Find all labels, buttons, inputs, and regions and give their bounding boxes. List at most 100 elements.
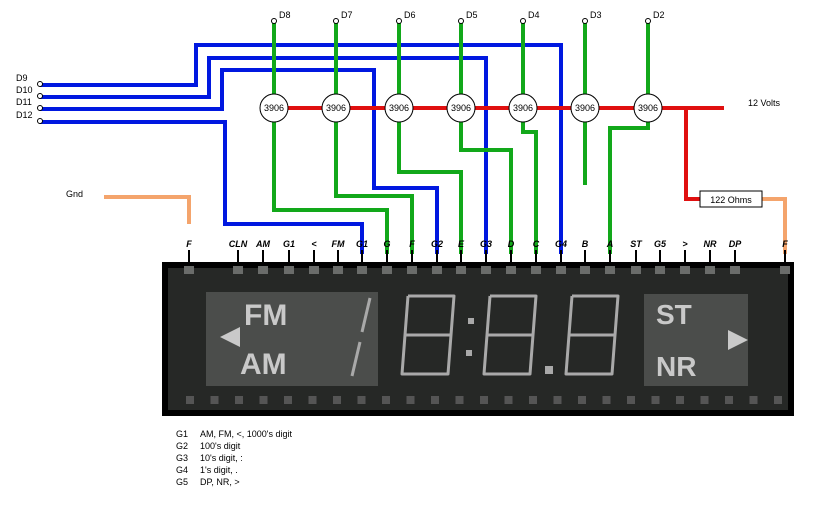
display-pad <box>455 396 464 404</box>
pin-label: G3 <box>480 239 492 249</box>
display-pad <box>774 396 782 404</box>
ground-wire <box>104 195 191 224</box>
input-terminal <box>37 81 43 87</box>
input-terminal <box>37 118 43 124</box>
transistor-3906 <box>570 93 600 123</box>
display-pad <box>259 396 268 404</box>
display-pad <box>456 266 466 274</box>
display-pad <box>258 266 268 274</box>
transistor-3906 <box>508 93 538 123</box>
legend-key: G5 <box>176 477 189 487</box>
transistor-3906 <box>633 93 663 123</box>
colon-dot <box>468 318 474 324</box>
pin-label: G2 <box>431 239 443 249</box>
output-label: D4 <box>528 10 540 20</box>
output-label: D3 <box>590 10 602 20</box>
pin-label: E <box>458 239 465 249</box>
output-label: D8 <box>279 10 291 20</box>
display-pad <box>431 396 439 404</box>
input-label: D11 <box>16 97 32 107</box>
transistor-label: 3906 <box>575 103 595 113</box>
ground-label: Gnd <box>66 189 83 199</box>
vfd-display: FM AM ST NR <box>162 262 794 416</box>
digit-outline <box>564 294 620 376</box>
pin-label: AM <box>255 239 270 249</box>
display-pad <box>432 266 442 274</box>
legend-desc: 100's digit <box>200 441 241 451</box>
pin-label: G1 <box>283 239 295 249</box>
segment-wire <box>459 22 513 254</box>
display-pad <box>235 396 243 404</box>
display-pad <box>284 396 292 404</box>
display-pad <box>605 266 615 274</box>
pin-label: G4 <box>555 239 567 249</box>
transistor-label: 3906 <box>638 103 658 113</box>
display-pad <box>406 396 415 404</box>
digit-outline <box>482 294 538 376</box>
display-pad <box>700 396 709 404</box>
grid-wire <box>40 56 488 254</box>
display-pad <box>309 266 319 274</box>
wiring <box>37 18 787 264</box>
legend-desc: AM, FM, <, 1000's digit <box>200 429 293 439</box>
display-pad <box>531 266 541 274</box>
ground-wire <box>762 197 787 254</box>
pin-label: A <box>606 239 614 249</box>
legend-desc: 10's digit, : <box>200 453 243 463</box>
digit-one-segment <box>360 297 372 333</box>
pin-label: D <box>508 239 515 249</box>
colon-dot <box>466 350 472 356</box>
transistor-3906 <box>446 93 476 123</box>
output-label: D7 <box>341 10 353 20</box>
input-label: D9 <box>16 73 28 83</box>
legend-key: G1 <box>176 429 189 439</box>
display-pad <box>308 396 317 404</box>
display-pad <box>705 266 715 274</box>
right-arrow-icon <box>728 330 748 350</box>
output-label: D6 <box>404 10 416 20</box>
pin-label: F <box>186 239 192 249</box>
grid-wire <box>40 43 563 254</box>
output-label: D2 <box>653 10 665 20</box>
display-pad <box>631 266 641 274</box>
display-pad <box>506 266 516 274</box>
output-terminal <box>458 18 464 24</box>
input-label: D12 <box>16 110 33 120</box>
display-pad <box>357 266 367 274</box>
display-pad <box>680 266 690 274</box>
display-pad <box>627 396 635 404</box>
transistor-3906 <box>321 93 351 123</box>
display-pad <box>210 396 219 404</box>
display-pad <box>655 266 665 274</box>
display-pad <box>556 266 566 274</box>
display-pad <box>233 266 243 274</box>
supply-wire <box>684 108 700 201</box>
digit-outline <box>400 294 456 376</box>
resistor <box>699 190 763 208</box>
display-nr: NR <box>656 351 696 382</box>
display-pad <box>382 266 392 274</box>
transistor-label: 3906 <box>264 103 284 113</box>
input-terminal <box>37 93 43 99</box>
pin-label: F <box>782 239 788 249</box>
legend-desc: 1's digit, . <box>200 465 238 475</box>
display-pad <box>780 266 790 274</box>
digit-one-segment <box>350 341 362 377</box>
transistor-3906 <box>384 93 414 123</box>
seven-segment-digits <box>350 294 620 377</box>
display-pad <box>749 396 758 404</box>
decimal-point <box>545 366 553 374</box>
pin-label: NR <box>704 239 717 249</box>
pin-label: F <box>409 239 415 249</box>
display-pad <box>529 396 537 404</box>
transistor-3906 <box>259 93 289 123</box>
pin-label: G <box>383 239 390 249</box>
legend-key: G3 <box>176 453 189 463</box>
transistor-label: 3906 <box>389 103 409 113</box>
legend-row: G1 AM, FM, <, 1000's digit <box>176 428 292 440</box>
segment-wire <box>521 22 538 254</box>
output-terminal <box>271 18 277 24</box>
